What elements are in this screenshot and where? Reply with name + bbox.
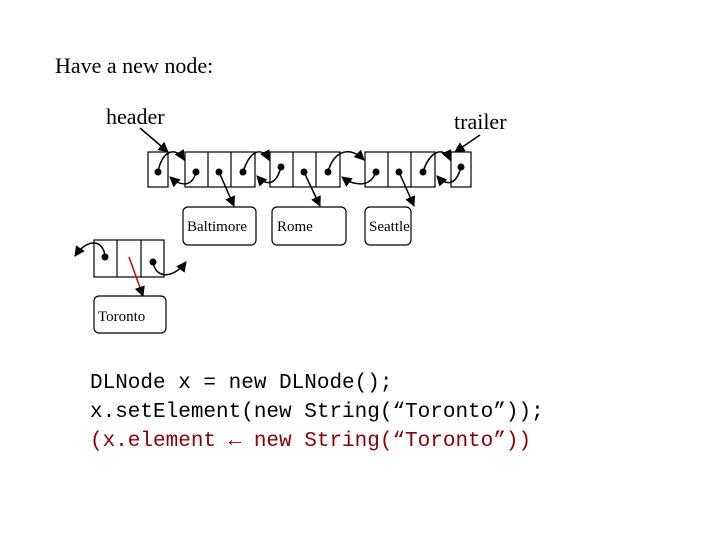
city-box-baltimore: Baltimore — [182, 206, 257, 246]
link-trailer-prev — [436, 166, 462, 187]
code-line-2: x.setElement(new String(“Toronto”)); — [90, 401, 544, 424]
trailer-pointer-arrow — [454, 134, 481, 153]
link-seattle-prev — [341, 171, 377, 187]
element-arrow-seattle — [398, 171, 415, 207]
new-node-next-arrow — [152, 261, 187, 276]
link-seattle-next — [422, 149, 452, 173]
link-header-next — [157, 149, 185, 173]
trailer-label: trailer — [454, 109, 507, 134]
header-pointer-arrow — [139, 127, 169, 153]
city-box-seattle: Seattle — [364, 206, 412, 246]
element-arrows — [218, 171, 415, 207]
link-rome-prev — [256, 166, 282, 187]
new-element-arrow — [128, 256, 145, 297]
list-node-seattle — [364, 151, 436, 188]
link-rome-next — [327, 149, 365, 173]
link-baltimore-next — [242, 149, 270, 173]
city-box-toronto: Toronto — [93, 295, 167, 334]
code-line-1: DLNode x = new DLNode(); — [90, 372, 393, 395]
link-baltimore-prev — [169, 171, 197, 188]
header-label: header — [106, 104, 165, 129]
slide-title: Have a new node: — [55, 53, 213, 78]
code-line-3: (x.element ← new String(“Toronto”)) — [90, 430, 532, 453]
city-box-rome: Rome — [271, 206, 347, 246]
list-link-arrows — [157, 149, 462, 188]
city-label-baltimore: Baltimore — [187, 219, 247, 235]
element-arrow-rome — [303, 171, 321, 207]
new-node-prev-arrow — [74, 242, 106, 258]
city-label-seattle: Seattle — [369, 219, 410, 235]
list-node-rome — [269, 151, 341, 188]
city-label-rome: Rome — [277, 219, 313, 235]
city-label-toronto: Toronto — [98, 309, 145, 325]
element-arrow-baltimore — [218, 171, 235, 207]
